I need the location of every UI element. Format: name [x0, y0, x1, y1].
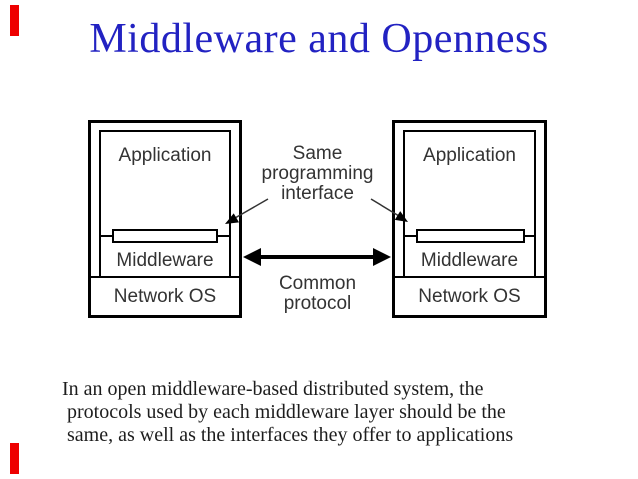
application-label-left: Application: [118, 145, 212, 166]
protocol-label-line2: protocol: [283, 293, 352, 314]
accent-bar-top: [10, 5, 19, 36]
network-os-separator-left: [91, 276, 239, 278]
middleware-interface-bar-left: [112, 229, 218, 243]
accent-bar-bottom: [10, 443, 19, 474]
common-protocol-label: Common protocol: [240, 274, 395, 314]
computer-box-left: Application Middleware Network OS: [88, 120, 242, 318]
body-line-3: same, as well as the interfaces they off…: [67, 424, 514, 446]
arrowhead-icon: [243, 248, 261, 266]
app-middleware-box-left: [99, 130, 231, 278]
middleware-label-right: Middleware: [420, 250, 519, 271]
app-middleware-box-right: [403, 130, 536, 278]
body-line-1: In an open middleware-based distributed …: [62, 378, 484, 400]
interface-label-line3: interface: [281, 183, 354, 204]
network-os-label-left: Network OS: [113, 286, 217, 307]
network-os-label-right: Network OS: [418, 286, 521, 307]
body-paragraph: In an open middleware-based distributed …: [62, 378, 602, 447]
interface-label-line1: Same: [292, 143, 343, 164]
common-protocol-arrow: [243, 248, 391, 266]
computer-box-right: Application Middleware Network OS: [392, 120, 547, 318]
slide-title: Middleware and Openness: [89, 16, 549, 62]
body-line-2: protocols used by each middleware layer …: [67, 401, 506, 423]
arrowhead-icon: [373, 248, 391, 266]
interface-label-line2: programming: [261, 163, 374, 184]
middleware-interface-bar-right: [416, 229, 525, 243]
network-os-separator-right: [395, 276, 544, 278]
middleware-label-left: Middleware: [116, 250, 214, 271]
protocol-label-line1: Common: [278, 273, 357, 294]
same-programming-interface-label: Same programming interface: [240, 144, 395, 204]
application-label-right: Application: [423, 145, 516, 166]
